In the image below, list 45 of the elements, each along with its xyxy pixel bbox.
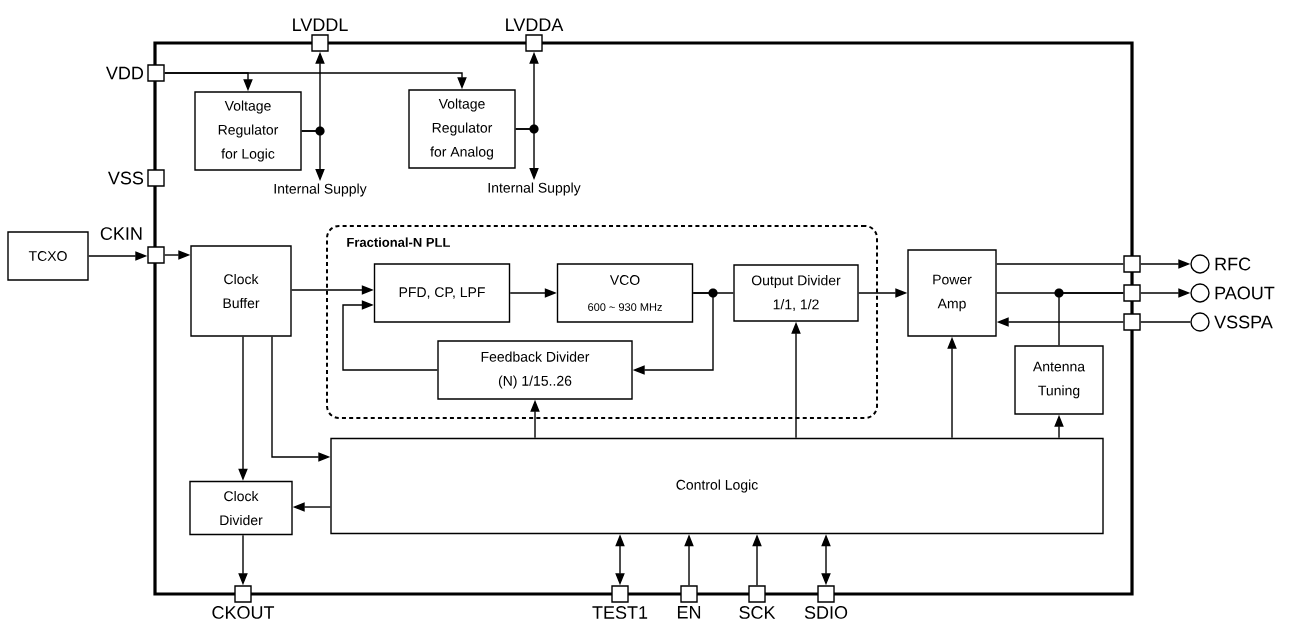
node-label: CKIN <box>100 227 142 240</box>
pin-pad: LVDDL <box>293 18 348 52</box>
node-label: SCK <box>739 606 776 619</box>
pin-pad: EN <box>678 585 701 619</box>
logic-box: Control Logic <box>330 437 1104 535</box>
pin-pad: VDD <box>106 64 165 82</box>
node-label: PAOUT <box>1215 286 1275 300</box>
pin-pad <box>1123 284 1141 302</box>
block-box: Output Divider 1/1, 1/2 <box>733 264 859 322</box>
pin-pad: VSS <box>108 169 165 187</box>
node-label: SDIO <box>804 606 848 619</box>
block-box: Feedback Divider (N) 1/15..26 <box>437 340 633 400</box>
pin-pad: TEST1 <box>592 585 648 619</box>
node-label: VDD <box>105 66 144 80</box>
block-box: Clock Divider <box>189 480 293 536</box>
pin-pad <box>1123 313 1141 331</box>
connector-line <box>996 263 1124 265</box>
connector-line <box>1140 321 1191 323</box>
pin-pad: CKIN <box>100 227 165 264</box>
pin-pad: LVDDA <box>506 18 564 52</box>
block-box: PFD, CP, LPF <box>373 263 511 323</box>
node-label: VSSPA <box>1214 315 1273 329</box>
oscillator-box: TCXO <box>7 231 89 281</box>
node-label: TEST1 <box>592 606 648 619</box>
block-box: VCO 600 ~ 930 MHz <box>556 263 694 323</box>
regulator-box: Voltage Regulator for Logic <box>194 91 302 171</box>
node-label: CKOUT <box>212 606 275 619</box>
regulator-box: Voltage Regulator for Analog <box>408 89 516 169</box>
block-box: Antenna Tuning <box>1014 345 1104 415</box>
amplifier-box: Power Amp <box>907 249 997 337</box>
node-label: VSS <box>107 171 144 185</box>
pin-pad <box>1123 255 1141 273</box>
node-label: RFC <box>1215 257 1251 271</box>
supply-label: Internal Supply <box>488 182 581 196</box>
node-label: LVDDL <box>293 18 348 31</box>
connector-line <box>1058 292 1124 346</box>
chip-outline <box>153 41 1134 596</box>
pin-pad: CKOUT <box>212 585 275 619</box>
pin-pad: SDIO <box>804 585 848 619</box>
supply-label: Internal Supply <box>274 183 367 197</box>
node-label: LVDDA <box>506 18 564 31</box>
buffer-box: Clock Buffer <box>190 245 292 337</box>
node-label: EN <box>677 606 701 619</box>
arrow <box>342 300 438 371</box>
pin-pad: SCK <box>739 585 776 619</box>
